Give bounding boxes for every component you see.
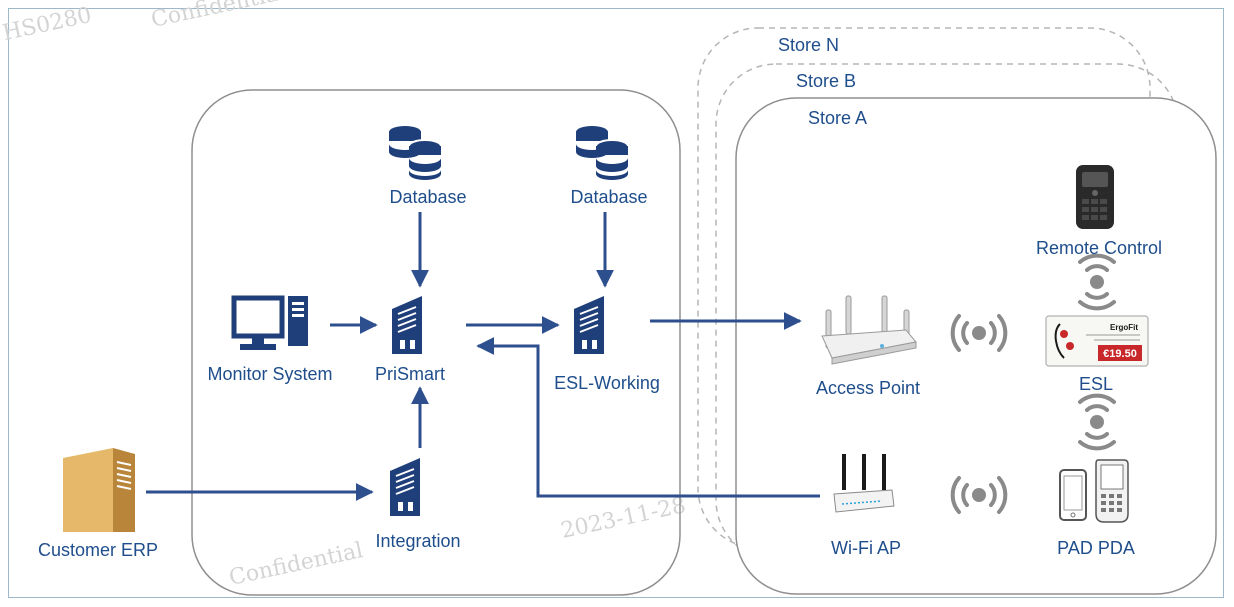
wifi-ap-icon: [833, 454, 895, 513]
database-label-2: Database: [570, 187, 648, 207]
store-a-label: Store A: [808, 108, 868, 128]
esl-working-label: ESL-Working: [554, 373, 660, 393]
wifi-to-prismart-arrow: [476, 337, 820, 498]
platform-box: [191, 89, 681, 596]
remote-control-icon: [1076, 165, 1114, 229]
customer-erp-label: Customer ERP: [37, 540, 159, 560]
remote-control-label: Remote Control: [1035, 238, 1163, 258]
esl-working-server-icon: [573, 295, 605, 355]
monitor-system-icon: [231, 295, 308, 350]
access-point-label: Access Point: [815, 378, 921, 398]
esl-tag-brand: ErgoFit: [1110, 323, 1138, 332]
prismart-server-icon: [391, 295, 423, 355]
integration-label: Integration: [375, 531, 461, 551]
integration-server-icon: [389, 457, 421, 517]
wifi-ap-label: Wi-Fi AP: [831, 538, 901, 558]
esl-tag-icon: ErgoFit €19.50: [1045, 315, 1149, 367]
customer-erp-icon: [63, 448, 135, 532]
store-b-label: Store B: [796, 71, 857, 91]
esl-label: ESL: [1078, 374, 1114, 394]
pad-device-icon: [1059, 469, 1087, 521]
prismart-label: PriSmart: [374, 364, 446, 384]
database-label-1: Database: [389, 187, 467, 207]
store-b-card: [715, 63, 1179, 561]
database-icon-2: [575, 125, 629, 181]
access-point-icon: [821, 295, 917, 365]
pad-pda-label: PAD PDA: [1057, 538, 1135, 558]
store-n-card: [697, 27, 1151, 549]
store-n-label: Store N: [778, 35, 840, 55]
diagram-frame: [8, 8, 1224, 598]
monitor-system-label: Monitor System: [207, 364, 333, 384]
database-icon-1: [388, 125, 442, 181]
pda-device-icon: [1095, 459, 1129, 523]
esl-tag-price: €19.50: [1103, 348, 1137, 360]
